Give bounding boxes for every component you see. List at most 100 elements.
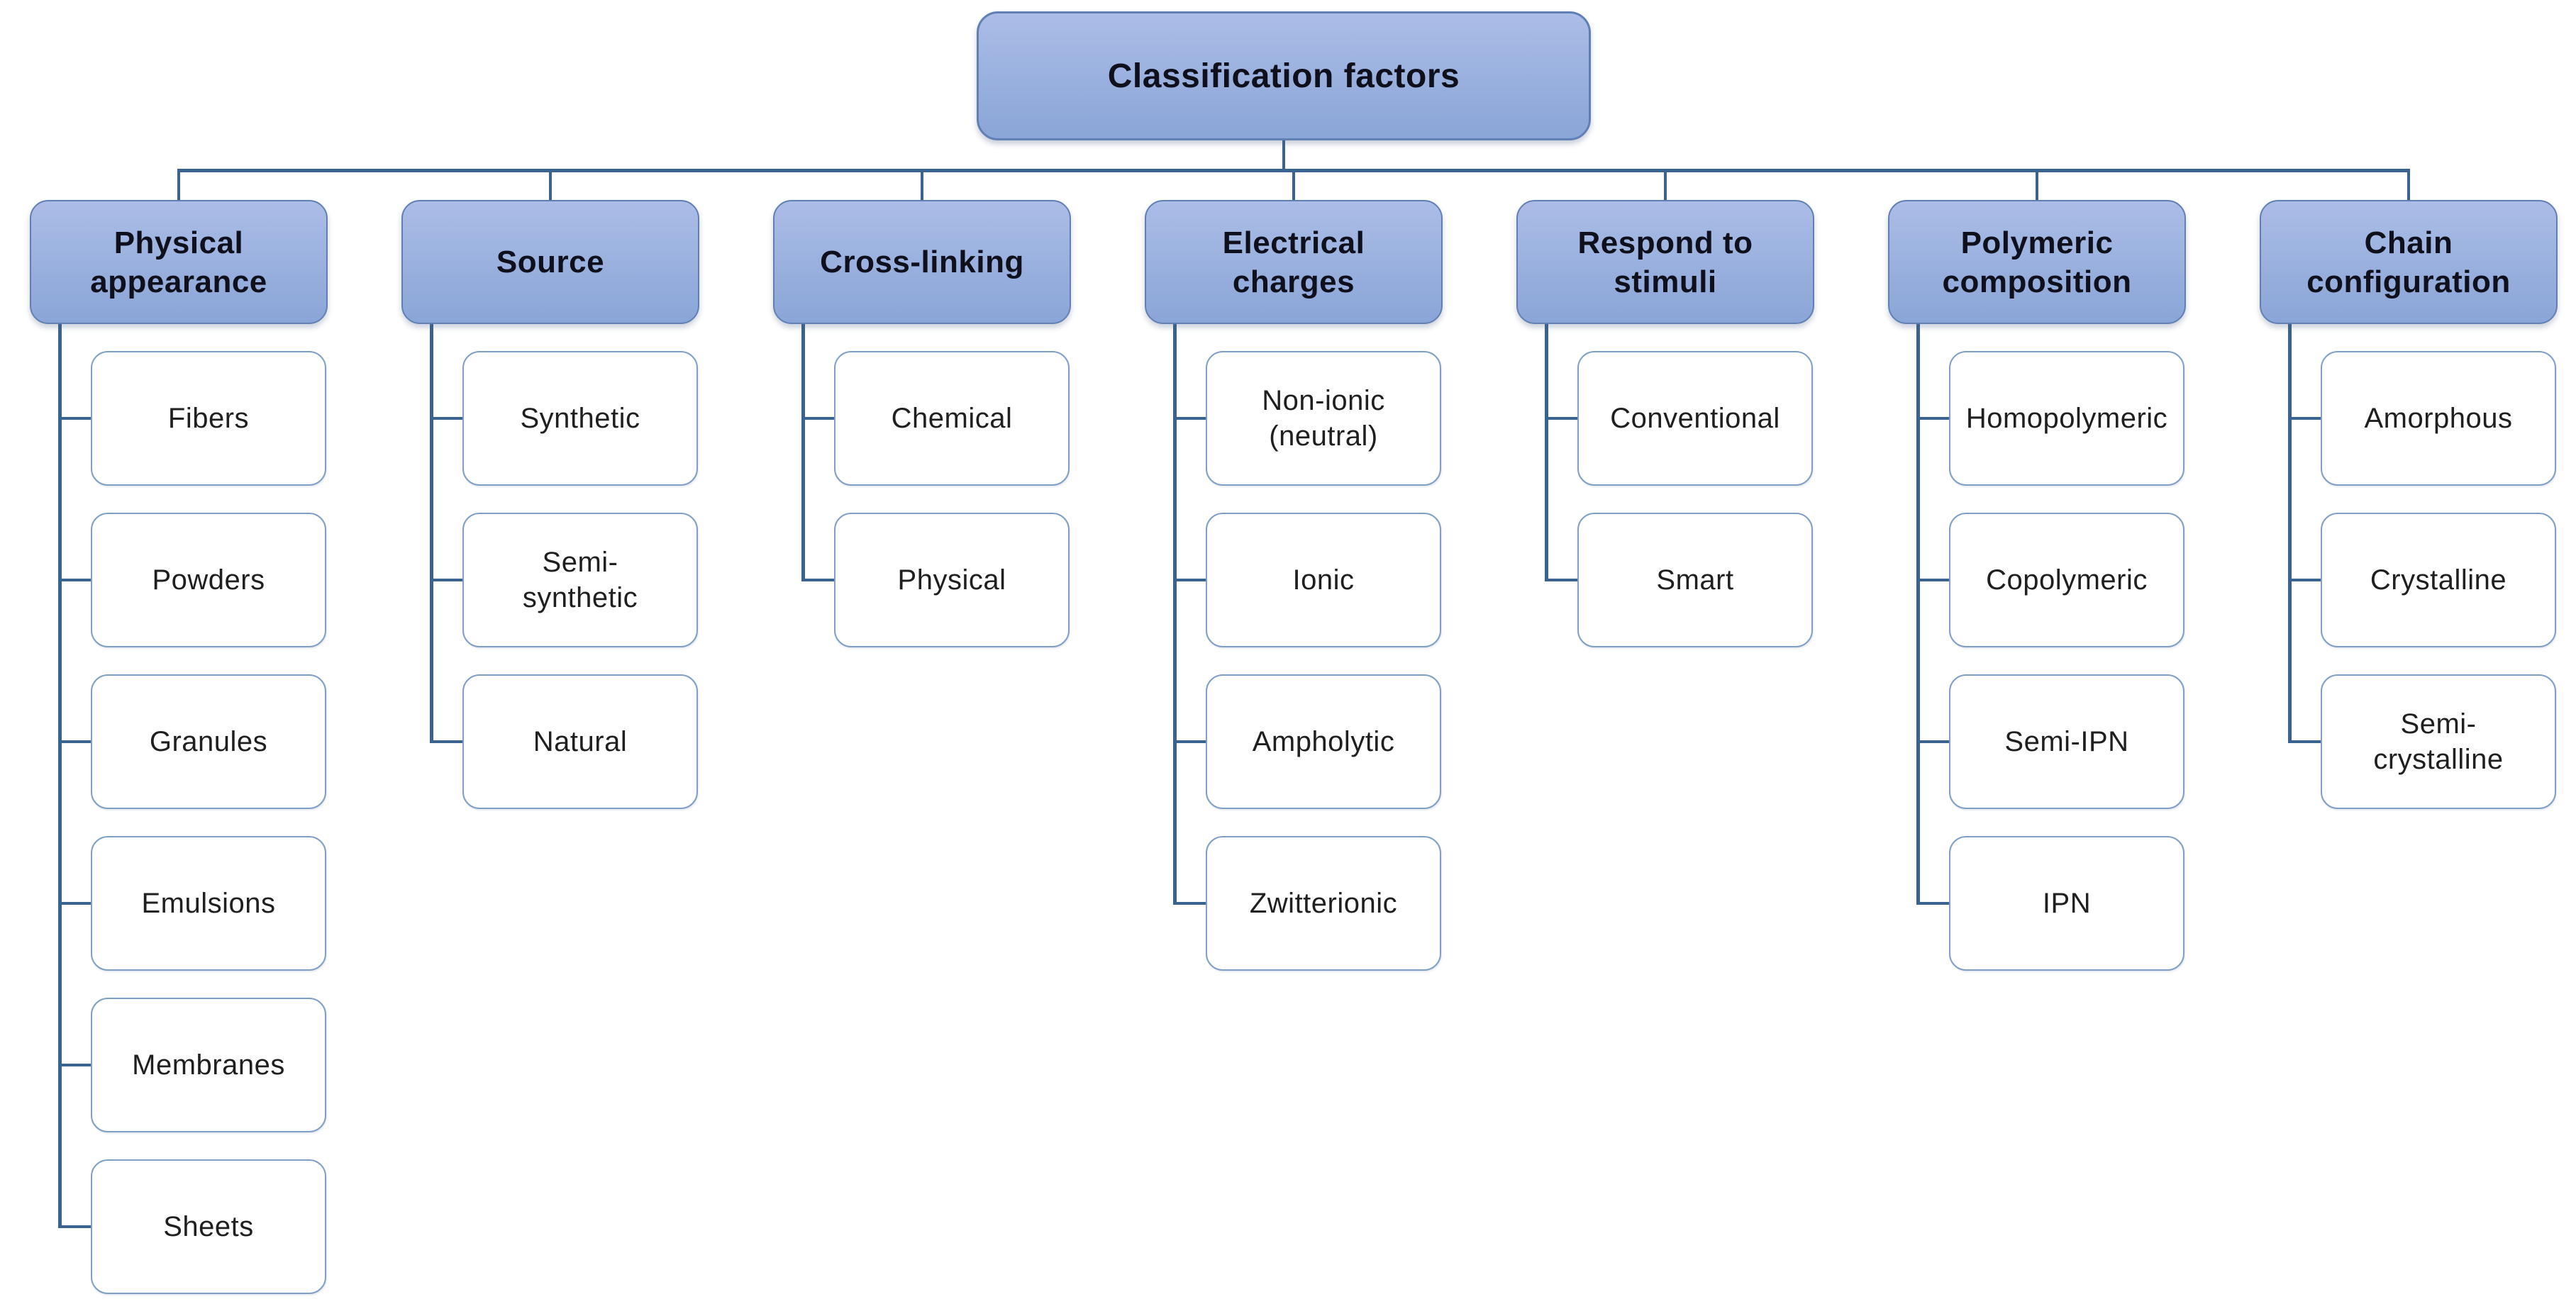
leaf-conventional-label: Conventional: [1610, 403, 1780, 434]
leaf-conventional: Conventional: [1577, 351, 1813, 486]
leaf-membranes-label: Membranes: [132, 1049, 285, 1081]
connector-drop-cross-linking: [921, 172, 923, 200]
connector-stub-semi-crystalline: [2288, 740, 2324, 743]
leaf-semi-ipn: Semi-IPN: [1949, 674, 2184, 809]
leaf-amorphous: Amorphous: [2321, 351, 2556, 486]
connector-stub-semi-synthetic: [430, 579, 465, 581]
leaf-granules: Granules: [91, 674, 326, 809]
leaf-chemical-label: Chemical: [891, 403, 1013, 434]
branch-source: Source: [401, 200, 699, 324]
leaf-semi-synthetic: Semi- synthetic: [462, 513, 698, 647]
leaf-synthetic: Synthetic: [462, 351, 698, 486]
root-label: Classification factors: [1107, 57, 1460, 95]
leaf-non-ionic-neutral: Non-ionic (neutral): [1206, 351, 1441, 486]
leaf-amorphous-label: Amorphous: [2364, 403, 2513, 434]
leaf-semi-crystalline: Semi- crystalline: [2321, 674, 2556, 809]
connector-stub-non-ionic-neutral: [1173, 417, 1209, 420]
leaf-powders-label: Powders: [152, 564, 265, 596]
leaf-ipn: IPN: [1949, 836, 2184, 971]
connector-trunk-cross-linking: [801, 324, 805, 580]
connector-stub-physical: [801, 579, 837, 581]
connector-root-drop: [1282, 140, 1285, 169]
connector-drop-polymeric-composition: [2036, 172, 2038, 200]
leaf-emulsions: Emulsions: [91, 836, 326, 971]
branch-chain-configuration: Chain configuration: [2260, 200, 2558, 324]
branch-physical-appearance-label: Physical appearance: [90, 225, 267, 299]
connector-stub-ionic: [1173, 579, 1209, 581]
leaf-copolymeric-label: Copolymeric: [1986, 564, 2148, 596]
connector-stub-ampholytic: [1173, 740, 1209, 743]
leaf-semi-ipn-label: Semi-IPN: [2004, 726, 2129, 757]
connector-stub-amorphous: [2288, 417, 2324, 420]
connector-stub-synthetic: [430, 417, 465, 420]
leaf-ampholytic-label: Ampholytic: [1252, 726, 1395, 757]
branch-cross-linking-label: Cross-linking: [820, 245, 1024, 279]
connector-stub-emulsions: [58, 902, 94, 905]
leaf-non-ionic-neutral-label: Non-ionic (neutral): [1262, 385, 1385, 452]
leaf-physical: Physical: [834, 513, 1070, 647]
leaf-natural: Natural: [462, 674, 698, 809]
branch-source-label: Source: [496, 245, 605, 279]
connector-stub-homopolymeric: [1916, 417, 1952, 420]
leaf-granules-label: Granules: [149, 726, 268, 757]
connector-stub-copolymeric: [1916, 579, 1952, 581]
connector-stub-zwitterionic: [1173, 902, 1209, 905]
leaf-membranes: Membranes: [91, 998, 326, 1132]
connector-trunk-source: [430, 324, 433, 742]
branch-electrical-charges-label: Electrical charges: [1222, 225, 1365, 299]
connector-stub-powders: [58, 579, 94, 581]
connector-stub-ipn: [1916, 902, 1952, 905]
leaf-fibers-label: Fibers: [167, 403, 250, 434]
connector-stub-membranes: [58, 1064, 94, 1066]
branch-respond-to-stimuli-label: Respond to stimuli: [1577, 225, 1753, 299]
leaf-ionic: Ionic: [1206, 513, 1441, 647]
connector-stub-natural: [430, 740, 465, 743]
connector-drop-physical-appearance: [177, 172, 180, 200]
branch-chain-configuration-label: Chain configuration: [2306, 225, 2511, 299]
connector-stub-smart: [1545, 579, 1580, 581]
connector-bus: [177, 169, 2410, 172]
connector-trunk-electrical-charges: [1173, 324, 1177, 903]
connector-trunk-chain-configuration: [2288, 324, 2292, 742]
connector-trunk-respond-to-stimuli: [1545, 324, 1548, 580]
connector-stub-crystalline: [2288, 579, 2324, 581]
leaf-smart: Smart: [1577, 513, 1813, 647]
connector-drop-respond-to-stimuli: [1664, 172, 1667, 200]
connector-stub-conventional: [1545, 417, 1580, 420]
leaf-ipn-label: IPN: [2042, 888, 2092, 919]
connector-drop-source: [549, 172, 552, 200]
leaf-zwitterionic: Zwitterionic: [1206, 836, 1441, 971]
leaf-semi-crystalline-label: Semi- crystalline: [2373, 708, 2504, 775]
leaf-smart-label: Smart: [1656, 564, 1734, 596]
leaf-sheets: Sheets: [91, 1159, 326, 1294]
leaf-fibers: Fibers: [91, 351, 326, 486]
leaf-synthetic-label: Synthetic: [520, 403, 640, 434]
branch-respond-to-stimuli: Respond to stimuli: [1516, 200, 1814, 324]
leaf-powders: Powders: [91, 513, 326, 647]
connector-drop-chain-configuration: [2407, 172, 2410, 200]
leaf-sheets-label: Sheets: [163, 1211, 254, 1242]
connector-stub-sheets: [58, 1225, 94, 1228]
branch-cross-linking: Cross-linking: [773, 200, 1071, 324]
branch-polymeric-composition: Polymeric composition: [1888, 200, 2186, 324]
leaf-copolymeric: Copolymeric: [1949, 513, 2184, 647]
leaf-ionic-label: Ionic: [1292, 564, 1355, 596]
leaf-chemical: Chemical: [834, 351, 1070, 486]
root-node: Classification factors: [977, 11, 1591, 140]
connector-stub-granules: [58, 740, 94, 743]
connector-stub-fibers: [58, 417, 94, 420]
connector-trunk-physical-appearance: [58, 324, 62, 1227]
leaf-crystalline: Crystalline: [2321, 513, 2556, 647]
leaf-zwitterionic-label: Zwitterionic: [1249, 888, 1398, 919]
connector-stub-chemical: [801, 417, 837, 420]
leaf-natural-label: Natural: [533, 726, 628, 757]
branch-polymeric-composition-label: Polymeric composition: [1942, 225, 2132, 299]
leaf-homopolymeric-label: Homopolymeric: [1965, 403, 2168, 434]
branch-physical-appearance: Physical appearance: [30, 200, 328, 324]
leaf-emulsions-label: Emulsions: [141, 888, 276, 919]
leaf-homopolymeric: Homopolymeric: [1949, 351, 2184, 486]
connector-stub-semi-ipn: [1916, 740, 1952, 743]
leaf-physical-label: Physical: [897, 564, 1006, 596]
leaf-ampholytic: Ampholytic: [1206, 674, 1441, 809]
